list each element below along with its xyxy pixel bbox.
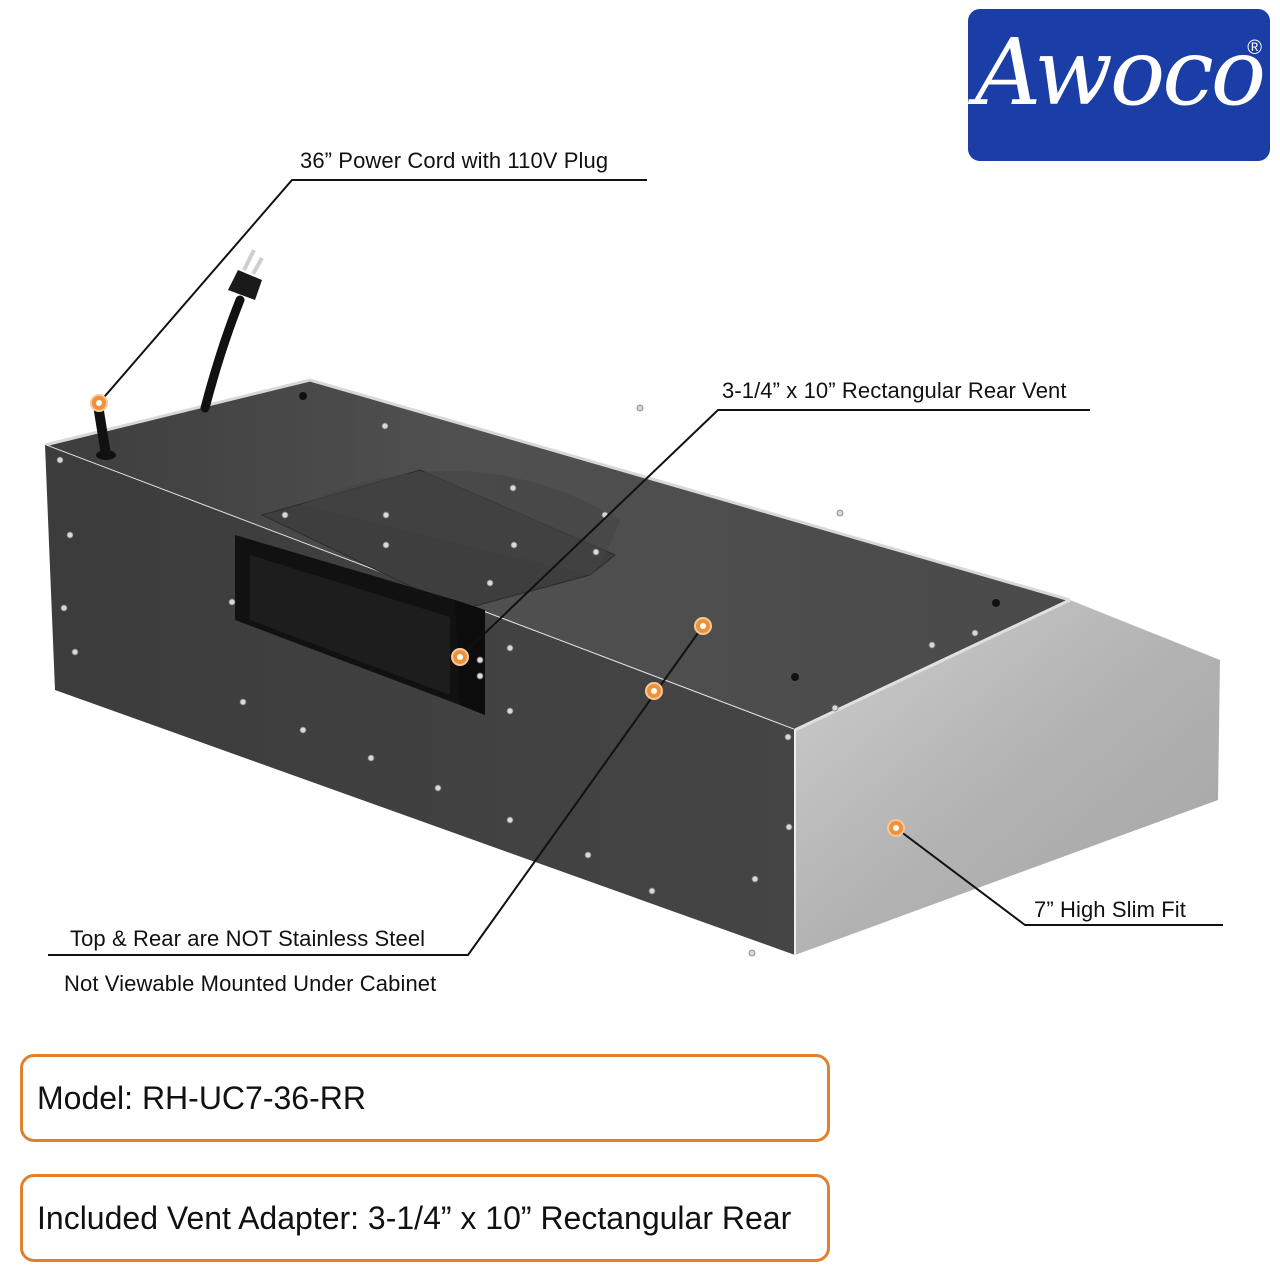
vent-adapter-box: Included Vent Adapter: 3-1/4” x 10” Rect…	[20, 1174, 830, 1262]
registered-mark-icon: ®	[1247, 37, 1262, 59]
callout-slim-fit: 7” High Slim Fit	[1034, 897, 1186, 922]
model-text: Model: RH-UC7-36-RR	[37, 1079, 366, 1116]
stainless-front-panel	[795, 600, 1220, 955]
callout-not-viewable: Not Viewable Mounted Under Cabinet	[64, 971, 437, 996]
callout-not-stainless: Top & Rear are NOT Stainless Steel	[70, 926, 426, 951]
leader-not-stainless	[48, 625, 704, 956]
rear-panel	[45, 445, 795, 955]
leader-rear-vent	[459, 409, 1090, 658]
model-box: Model: RH-UC7-36-RR	[20, 1054, 830, 1142]
leader-slim-fit	[895, 827, 1223, 926]
power-cord	[200, 295, 245, 413]
vent-adapter-text: Included Vent Adapter: 3-1/4” x 10” Rect…	[37, 1199, 792, 1236]
plug-icon	[228, 270, 262, 300]
logo-wordmark: Awoco	[974, 19, 1266, 126]
callout-rear-vent: 3-1/4” x 10” Rectangular Rear Vent	[722, 378, 1067, 403]
awoco-logo: Awoco ®	[968, 9, 1270, 161]
callout-markers	[90, 394, 905, 837]
leader-power-cord	[98, 179, 647, 404]
callout-power-cord: 36” Power Cord with 110V Plug	[300, 148, 609, 173]
